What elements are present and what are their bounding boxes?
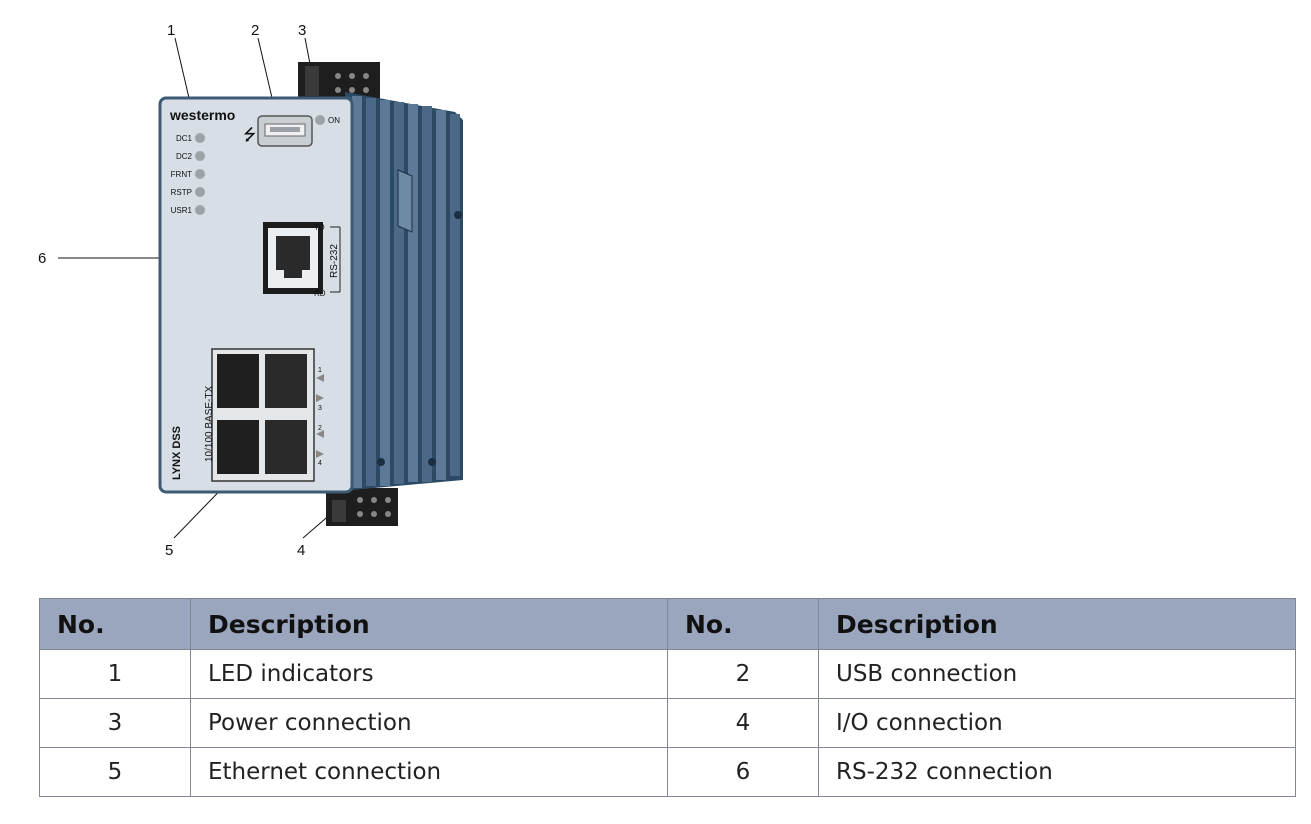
rd-label: RD [314,289,326,298]
usb-port: ⭍ ON [243,115,340,147]
on-label: ON [328,116,340,125]
callout-5: 5 [165,542,173,559]
port-1-label: 1 [318,367,322,374]
port-4-label: 4 [318,460,322,467]
item-description: Ethernet connection [190,747,668,797]
led-label-frnt: FRNT [171,170,192,179]
port-3-label: 3 [318,405,322,412]
header-description: Description [818,598,1296,650]
item-number: 2 [667,649,819,699]
item-description: LED indicators [190,649,668,699]
callout-4: 4 [297,542,305,559]
item-description: Power connection [190,698,668,748]
table-header-row: No. Description No. Description [39,598,1296,650]
item-description: RS-232 connection [818,747,1296,797]
item-number: 4 [667,698,819,748]
led-rstp [195,187,205,197]
header-no: No. [39,598,191,650]
led-dc1 [195,133,205,143]
parts-table: No. Description No. Description 1 LED in… [39,598,1296,797]
io-connector [326,488,398,526]
led-label-usr1: USR1 [171,206,193,215]
led-label-dc2: DC2 [176,152,193,161]
table-row: 1 LED indicators 2 USB connection [39,649,1296,699]
item-number: 1 [39,649,191,699]
header-no: No. [667,598,819,650]
rs232-label: RS-232 [329,244,340,278]
item-description: I/O connection [818,698,1296,748]
table-row: 3 Power connection 4 I/O connection [39,698,1296,748]
power-connector [298,62,380,100]
td-label: TD [314,223,325,232]
usb-icon: ⭍ [243,126,256,144]
led-label-dc1: DC1 [176,134,193,143]
led-dc2 [195,151,205,161]
callout-1: 1 [167,22,175,39]
item-description: USB connection [818,649,1296,699]
led-label-rstp: RSTP [171,188,192,197]
port-2-label: 2 [318,425,322,432]
callout-3: 3 [298,22,306,39]
device-illustration: 1 2 3 4 5 6 westermo DC1 D [38,22,463,559]
led-frnt [195,169,205,179]
ethernet-label: 10/100 BASE-TX [204,386,215,462]
led-usr1 [195,205,205,215]
ethernet-ports: 10/100 BASE-TX 1 3 2 4 [204,348,324,482]
header-description: Description [190,598,668,650]
product-name: LYNX DSS [171,426,183,480]
rs232-port: TD RD RS-232 [263,222,341,298]
led-indicators: DC1 DC2 FRNT RSTP USR1 [171,133,205,215]
table-row: 5 Ethernet connection 6 RS-232 connectio… [39,747,1296,797]
brand-logo: westermo [169,107,235,123]
item-number: 6 [667,747,819,797]
heatsink-fins [345,92,463,490]
callout-6: 6 [38,250,46,267]
item-number: 3 [39,698,191,748]
item-number: 5 [39,747,191,797]
callout-2: 2 [251,22,259,39]
on-led [315,115,325,125]
